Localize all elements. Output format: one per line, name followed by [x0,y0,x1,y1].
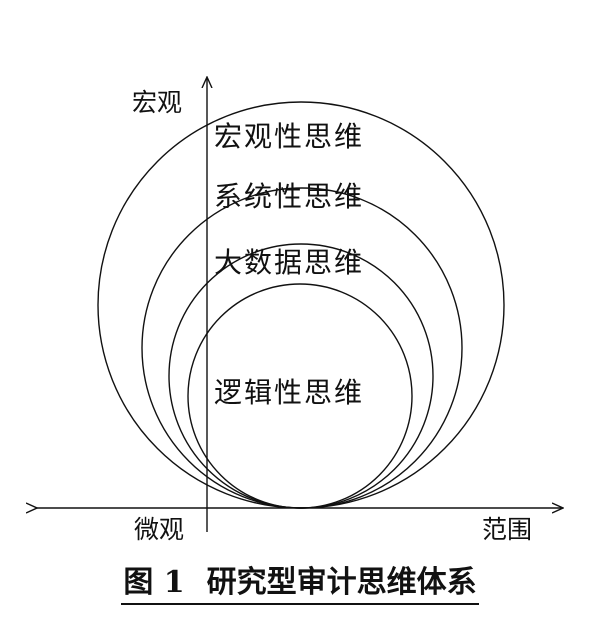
circle-label-macro: 宏观性思维 [214,120,364,153]
figure-number: 图 1 [123,565,185,600]
figure-title: 研究型审计思维体系 [206,565,477,600]
figure-caption: 图 1 研究型审计思维体系 [0,565,600,605]
y-axis-top-label: 宏观 [132,88,182,117]
circle-label-systematic: 系统性思维 [214,180,364,213]
x-axis-right-label: 范围 [482,515,532,544]
circle-label-logical: 逻辑性思维 [214,376,364,409]
circle-systematic [141,187,463,509]
figure-caption-text: 图 1 研究型审计思维体系 [121,565,479,605]
circle-label-big-data: 大数据思维 [214,246,364,279]
y-axis-bottom-label: 微观 [134,515,184,544]
outer-circle-macro [97,101,505,509]
